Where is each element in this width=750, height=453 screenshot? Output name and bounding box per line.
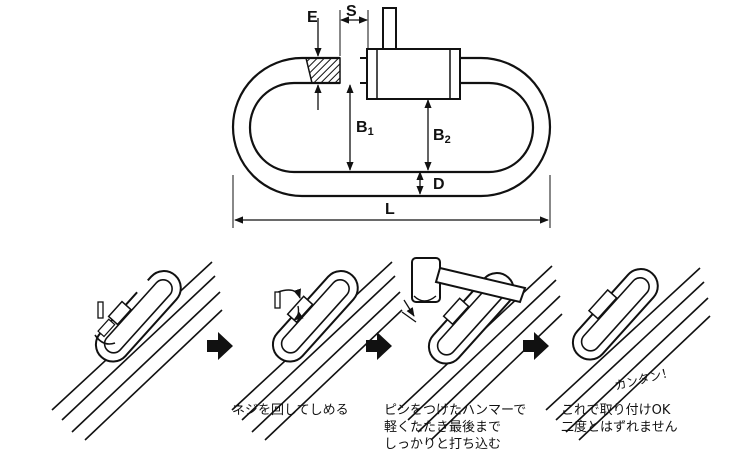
step-1-illustration [51, 261, 223, 441]
caption-line: これで取り付けOK [561, 403, 671, 418]
dim-label-l: L [385, 201, 395, 218]
caption-line: 軽くたたき最後まで [384, 420, 502, 435]
caption-line: しっかりと打ち込む [384, 437, 502, 452]
step-2-caption: ピンをつけたハンマーで 軽くたたき最後まで しっかりと打ち込む [384, 402, 526, 453]
dim-label-b1: B1 [356, 119, 374, 138]
dim-label-d: D [433, 176, 445, 193]
arrow-right-icon [366, 332, 392, 360]
step-4-illustration: カンタン！ [545, 267, 711, 441]
arrow-right-icon [207, 332, 233, 360]
step-3-caption: これで取り付けOK 二度とはずれません [561, 402, 678, 436]
dim-label-s: S [346, 3, 357, 20]
step-2-illustration [231, 261, 403, 441]
caption-line: ネジを回してしめる [232, 403, 349, 418]
caption-line: 二度とはずれません [561, 420, 678, 435]
caption-line: ピンをつけたハンマーで [384, 403, 527, 418]
exclaim-text: カンタン！ [613, 365, 675, 393]
dim-label-b2: B2 [433, 127, 451, 146]
sleeve-nut [360, 7, 468, 100]
quick-link-technical-drawing: E S B1 B2 D L [231, 3, 552, 228]
threaded-end-hatched [305, 57, 341, 84]
dim-label-e: E [307, 9, 318, 26]
arrow-right-icon [523, 332, 549, 360]
step-1-caption: ネジを回してしめる [232, 402, 349, 419]
step-3-illustration [397, 257, 563, 441]
hammer-icon [411, 257, 527, 304]
